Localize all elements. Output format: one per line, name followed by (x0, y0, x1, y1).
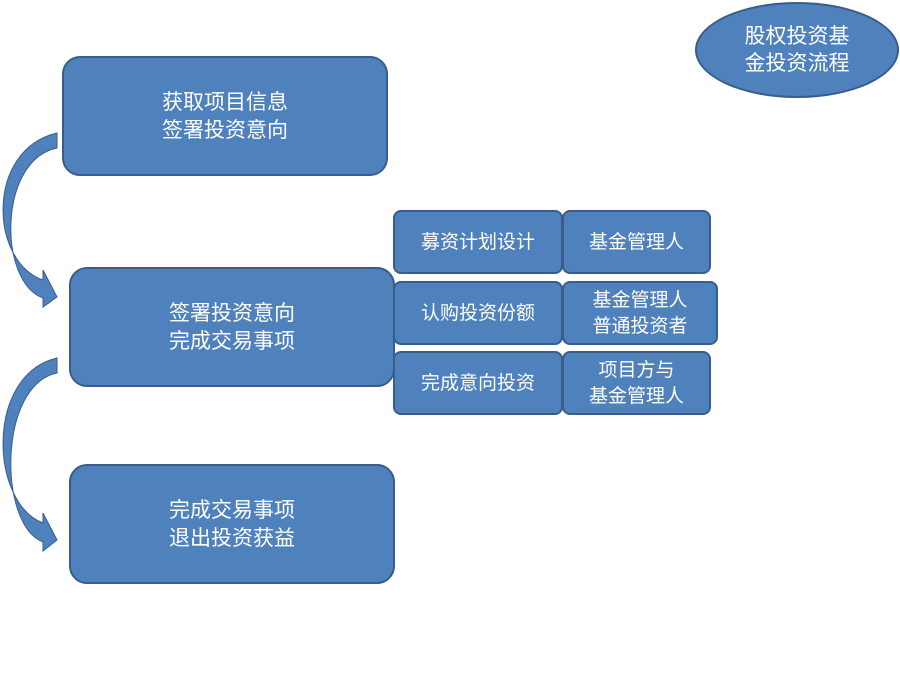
step-1-line-2: 签署投资意向 (162, 118, 288, 142)
step-3-line-1: 完成交易事项 (169, 498, 295, 522)
curved-arrow-step2-to-step3 (2, 357, 58, 553)
title-line-1: 股权投资基 (744, 24, 850, 48)
curved-arrow-step1-to-step2 (2, 132, 58, 308)
detail-3-party-line-2: 基金管理人 (588, 385, 684, 407)
detail-2-party-line-2: 普通投资者 (592, 315, 688, 337)
detail-1-task-box: 募资计划设计 (393, 210, 563, 274)
title-line-2: 金投资流程 (744, 51, 850, 75)
detail-1-party-line-1: 基金管理人 (588, 231, 684, 253)
step-2-line-1: 签署投资意向 (169, 301, 295, 325)
detail-1-party-box: 基金管理人 (562, 210, 711, 274)
step-2-box: 签署投资意向 完成交易事项 (69, 267, 395, 387)
step-1-line-1: 获取项目信息 (162, 90, 288, 114)
step-1-box: 获取项目信息 签署投资意向 (62, 56, 388, 176)
detail-3-task-box: 完成意向投资 (393, 351, 563, 415)
detail-3-task: 完成意向投资 (420, 372, 535, 394)
detail-2-task-box: 认购投资份额 (393, 281, 563, 345)
detail-3-party-line-1: 项目方与 (598, 359, 675, 381)
detail-2-task: 认购投资份额 (420, 302, 535, 324)
detail-1-task: 募资计划设计 (420, 231, 535, 253)
detail-2-party-line-1: 基金管理人 (592, 289, 688, 311)
title-ellipse: 股权投资基 金投资流程 (695, 2, 899, 98)
step-2-line-2: 完成交易事项 (169, 329, 295, 353)
detail-3-party-box: 项目方与 基金管理人 (562, 351, 711, 415)
step-3-box: 完成交易事项 退出投资获益 (69, 464, 395, 584)
step-3-line-2: 退出投资获益 (169, 526, 295, 550)
detail-2-party-box: 基金管理人 普通投资者 (562, 281, 718, 345)
